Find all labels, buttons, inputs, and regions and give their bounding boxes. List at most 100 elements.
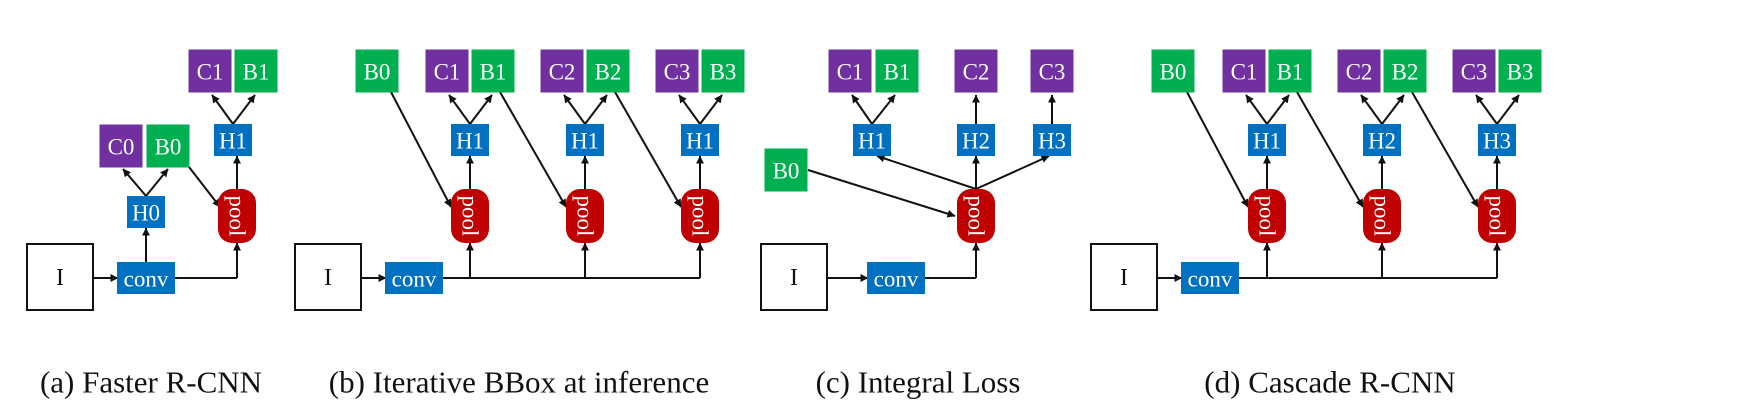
d-head-1: H1 (1248, 124, 1286, 156)
b-pool-node: pool (566, 189, 604, 243)
c-pool-node-label: pool (964, 196, 989, 237)
a-class-C1: C1 (188, 49, 232, 93)
b-class-2: C2 (540, 49, 584, 93)
b-box-B0: B0 (355, 49, 399, 93)
d-class-3-label: C3 (1461, 60, 1488, 85)
c-conv-node-label: conv (874, 267, 919, 292)
b-class-3: C3 (655, 49, 699, 93)
arrow (563, 94, 586, 125)
d-image-node: I (1090, 243, 1158, 311)
arrow (851, 94, 873, 125)
d-pool-node: pool (1248, 189, 1286, 243)
captions: (a) Faster R-CNN (b) Iterative BBox at in… (40, 365, 1456, 400)
arrow (1496, 94, 1520, 125)
a-conv-node-label: conv (124, 267, 169, 292)
arrow (584, 94, 608, 125)
d-pool-node: pool (1478, 189, 1516, 243)
a-pool-node-label: pool (225, 196, 250, 237)
d-head-2: H2 (1363, 124, 1401, 156)
arrow (122, 168, 147, 197)
b-head-1-label: H1 (456, 129, 484, 154)
a-image-node: I (26, 243, 94, 311)
arrow (975, 155, 1050, 190)
c-conv-node: conv (867, 262, 925, 294)
a-class-C0: C0 (99, 124, 143, 168)
d-box-B0: B0 (1151, 49, 1195, 93)
a-box-B0: B0 (146, 124, 190, 168)
arrow (145, 168, 169, 197)
c-class-C2: C2 (954, 49, 998, 93)
b-caption: (b) Iterative BBox at inference (329, 365, 709, 400)
d-box-2-label: B2 (1392, 60, 1419, 85)
arrow (469, 94, 493, 125)
a-class-C0-label: C0 (108, 135, 135, 160)
d-conv-node: conv (1181, 262, 1239, 294)
d-class-3: C3 (1452, 49, 1496, 93)
c-class-C1-label: C1 (837, 60, 864, 85)
d-pool-node-label: pool (1485, 196, 1510, 237)
d-box-3: B3 (1498, 49, 1542, 93)
b-box-to-pool-arrow (614, 91, 682, 208)
arrow (188, 166, 221, 208)
c-head-H2: H2 (957, 124, 995, 156)
a-head-H1-label: H1 (219, 129, 247, 154)
b-image-node: I (294, 243, 362, 311)
d-class-2: C2 (1337, 49, 1381, 93)
b-head-3: H1 (681, 124, 719, 156)
arrow (232, 94, 256, 125)
b-image-node-label: I (324, 265, 332, 291)
d-head-3-label: H3 (1483, 129, 1511, 154)
c-box-B1-label: B1 (884, 60, 911, 85)
b-class-1-label: C1 (434, 60, 461, 85)
arrow (1475, 94, 1498, 125)
d-box-to-pool-arrow (1411, 91, 1479, 208)
arrow (1360, 94, 1383, 125)
arrow (678, 94, 701, 125)
arrow (1381, 94, 1405, 125)
b-head-2: H1 (566, 124, 604, 156)
b-pool-node-label: pool (688, 196, 713, 237)
b-box-3-label: B3 (710, 60, 737, 85)
d-box-to-pool-arrow (1296, 91, 1364, 208)
b-box-2-label: B2 (595, 60, 622, 85)
d-box-1-label: B1 (1277, 60, 1304, 85)
b-box-to-pool-arrow (499, 91, 567, 208)
a-caption: (a) Faster R-CNN (40, 365, 262, 400)
c-head-H1: H1 (853, 124, 891, 156)
b-pool-node-label: pool (573, 196, 598, 237)
b-head-1: H1 (451, 124, 489, 156)
b-pool-node-label: pool (458, 196, 483, 237)
b-box-1-label: B1 (480, 60, 507, 85)
a-class-C1-label: C1 (197, 60, 224, 85)
c-class-C1: C1 (828, 49, 872, 93)
d-box-2: B2 (1383, 49, 1427, 93)
a-box-B1-label: B1 (243, 60, 270, 85)
c-pool-node: pool (957, 189, 995, 243)
arrow (1266, 94, 1290, 125)
a-box-B1: B1 (234, 49, 278, 93)
c-box-B0: B0 (764, 148, 808, 192)
d-caption: (d) Cascade R-CNN (1204, 365, 1455, 400)
arrow (211, 94, 234, 125)
a-box-B0-label: B0 (155, 135, 182, 160)
a-head-H0: H0 (127, 196, 165, 228)
c-head-H1-label: H1 (858, 129, 886, 154)
b-box-1: B1 (471, 49, 515, 93)
d-class-2-label: C2 (1346, 60, 1373, 85)
connectors (93, 91, 1520, 282)
a-head-H0-label: H0 (132, 201, 160, 226)
a-image-node-label: I (56, 265, 64, 291)
arrow (876, 154, 977, 190)
b-class-1: C1 (425, 49, 469, 93)
b-box-to-pool-arrow (390, 91, 452, 208)
d-pool-node-label: pool (1370, 196, 1395, 237)
c-head-H3: H3 (1033, 124, 1071, 156)
c-head-H3-label: H3 (1038, 129, 1066, 154)
b-box-B0-label: B0 (364, 60, 391, 85)
b-box-3: B3 (701, 49, 745, 93)
b-conv-node: conv (385, 262, 443, 294)
b-pool-node: pool (451, 189, 489, 243)
d-head-3: H3 (1478, 124, 1516, 156)
d-head-1-label: H1 (1253, 129, 1281, 154)
